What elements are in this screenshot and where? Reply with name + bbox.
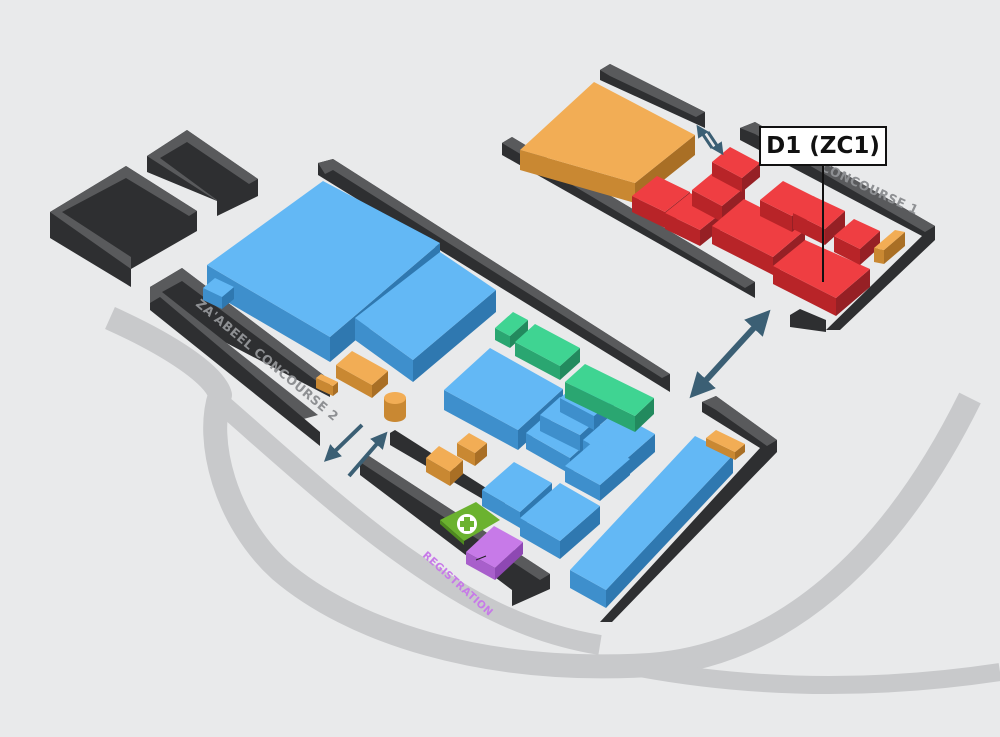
booths-orange-main (316, 351, 745, 486)
double-arrow-icon (689, 309, 771, 399)
booth-blue-large (355, 252, 496, 382)
booth-green (565, 364, 654, 432)
callout-label: D1 (ZC1) (766, 133, 880, 159)
road-network (105, 307, 1000, 695)
booth-orange (706, 430, 745, 460)
registration-booth (466, 526, 523, 580)
booth-orange (457, 433, 487, 466)
booth-blue-small (203, 278, 234, 309)
first-aid (440, 502, 500, 545)
arrow-icon (706, 131, 724, 156)
booth-red (712, 147, 760, 192)
booth-blue (565, 440, 630, 501)
booth-red (773, 240, 870, 316)
arrow-icon (323, 423, 364, 462)
booths-green (495, 312, 654, 432)
booth-green (495, 312, 528, 348)
arrow-icon (347, 431, 388, 478)
booth-green (515, 324, 580, 380)
booths-red (632, 147, 880, 316)
callout-leader-line (822, 166, 824, 282)
booth-orange (426, 446, 463, 486)
booth-orange-round (384, 392, 406, 422)
booth-blue (520, 483, 600, 559)
registration-leader (475, 555, 487, 561)
arrow-icon (696, 124, 714, 149)
hall-callout[interactable]: D1 (ZC1) (759, 126, 887, 166)
booth-orange (316, 374, 338, 396)
booth-orange (336, 351, 388, 398)
booth-orange-small (874, 230, 905, 264)
road-lower (638, 659, 1000, 695)
booth-blue-long (570, 436, 733, 608)
booth-red (793, 196, 845, 245)
booth-red (834, 219, 880, 265)
hall-frame-left (50, 130, 258, 287)
booths-blue (203, 181, 733, 608)
road-inner (208, 390, 602, 655)
arrows (323, 124, 771, 478)
